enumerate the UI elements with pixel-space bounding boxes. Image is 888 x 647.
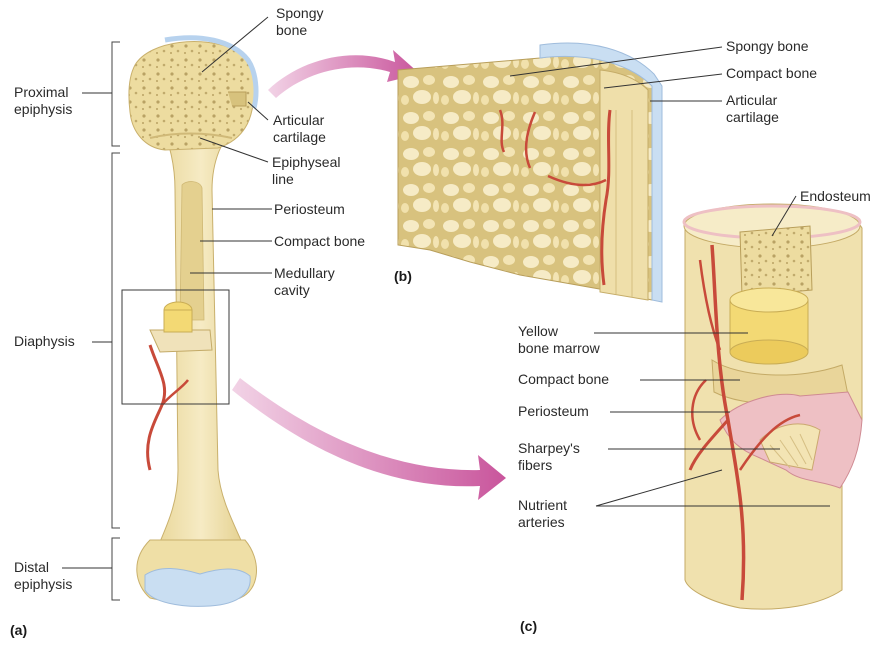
label-compact-bone-b: Compact bone xyxy=(726,65,817,82)
label-periosteum-c: Periosteum xyxy=(518,403,589,420)
panel-label-b: (b) xyxy=(394,268,412,284)
medullary-cavity-mark xyxy=(180,182,204,320)
compact-bone-cylinder xyxy=(684,204,862,609)
panel-label-c: (c) xyxy=(520,618,537,634)
label-articular-cartilage-a: Articular cartilage xyxy=(273,112,326,146)
spongy-bone-block xyxy=(398,43,662,302)
label-nutrient-arteries: Nutrient arteries xyxy=(518,497,567,531)
label-spongy-bone-b: Spongy bone xyxy=(726,38,809,55)
label-spongy-bone-a: Spongy bone xyxy=(276,5,323,39)
label-compact-bone-c: Compact bone xyxy=(518,371,609,388)
region-brackets xyxy=(112,42,120,600)
arrow-to-c xyxy=(232,378,506,500)
label-diaphysis: Diaphysis xyxy=(14,333,75,350)
label-epiphyseal-line: Epiphyseal line xyxy=(272,154,341,188)
label-periosteum-a: Periosteum xyxy=(274,201,345,218)
panel-label-a: (a) xyxy=(10,622,27,638)
long-bone-illustration xyxy=(122,38,256,607)
distal-cartilage xyxy=(145,568,250,606)
label-distal-epiphysis: Distal epiphysis xyxy=(14,559,72,593)
label-sharpeys-fibers: Sharpey's fibers xyxy=(518,440,580,474)
nutrient-artery-a xyxy=(148,345,165,470)
arrow-to-b xyxy=(268,50,420,98)
label-endosteum: Endosteum xyxy=(800,188,871,205)
label-proximal-epiphysis: Proximal epiphysis xyxy=(14,84,72,118)
label-yellow-bone-marrow: Yellow bone marrow xyxy=(518,323,600,357)
label-compact-bone-a: Compact bone xyxy=(274,233,365,250)
label-articular-cartilage-b: Articular cartilage xyxy=(726,92,779,126)
label-medullary-cavity: Medullary cavity xyxy=(274,265,335,299)
